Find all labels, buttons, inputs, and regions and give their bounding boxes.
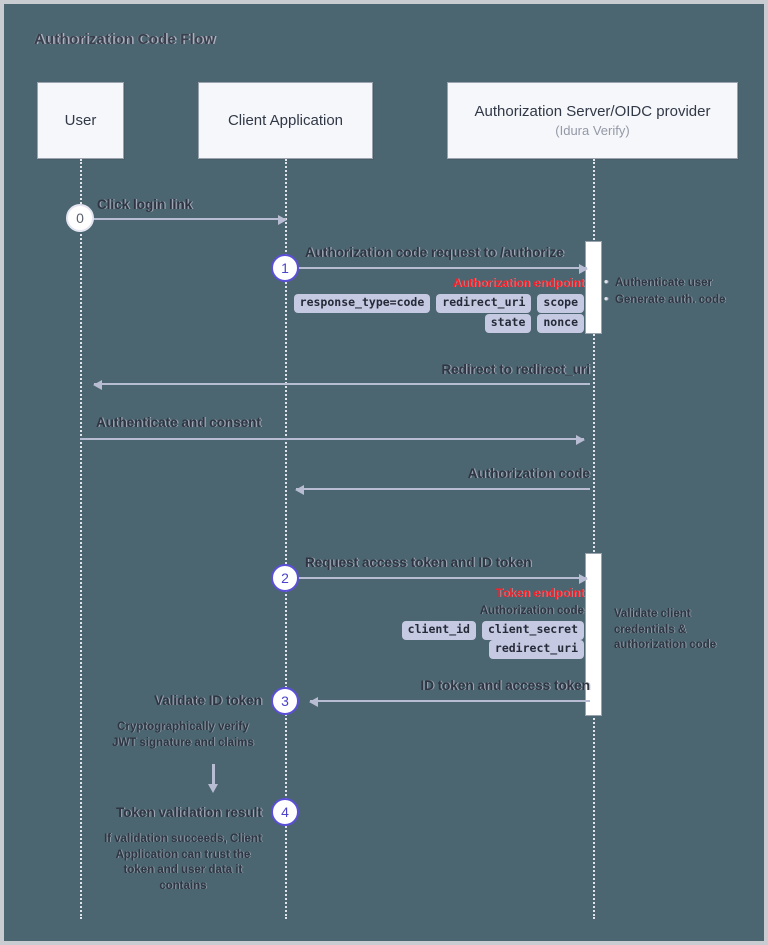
arrow-click-login [80,215,287,225]
param-nonce: nonce [537,314,584,333]
client-note-token-validation-detail: If validation succeeds, Client Applicati… [104,833,262,892]
participant-client-application-label: Client Application [227,112,344,129]
client-note-token-validation-result: Token validation result [115,805,262,820]
message-redirect-to-redirect-uri: Redirect to redirect_uri [441,362,590,377]
arrow-authorization-code [295,485,590,495]
arrow-id-and-access-token [309,697,590,707]
participant-user-label: User [64,112,97,129]
step-marker-2: 2 [271,564,299,592]
param-redirect-uri-token: redirect_uri [488,640,584,659]
token-params-row-1: client_id client_secret [304,621,584,640]
message-authorization-code-request: Authorization code request to /authorize [305,245,564,260]
lifeline-authorization-server [593,159,595,919]
activation-bar-token [585,553,602,716]
arrow-redirect-to-redirect-uri [93,380,590,390]
lifeline-client-application [285,159,287,919]
message-click-login: Click login link [97,197,193,212]
param-scope: scope [537,294,584,313]
arrow-authenticate-and-consent [80,435,585,445]
participant-authorization-server: Authorization Server/OIDC provider (Idur… [447,82,738,159]
step-marker-4: 4 [271,798,299,826]
step-marker-0: 0 [66,204,94,232]
server-note-step-2: Validate client credentials & authorizat… [614,608,717,652]
step-marker-1: 1 [271,254,299,282]
param-client-secret: client_secret [481,621,584,640]
client-note-validate-id-token-detail: Cryptographically verify JWT signature a… [112,721,254,749]
client-note-validate-id-token: Validate ID token [153,693,262,708]
participant-user: User [37,82,124,159]
param-redirect-uri: redirect_uri [436,294,532,313]
token-params-caption: Authorization code [479,605,584,617]
token-params-row-2: redirect_uri [304,640,584,659]
arrow-authorization-code-request [285,264,588,274]
message-authenticate-and-consent: Authenticate and consent [96,415,262,430]
message-id-and-access-token: ID token and access token [420,678,590,693]
server-note-authenticate-user: Authenticate user [604,275,726,292]
param-response-type: response_type=code [293,294,431,313]
participant-authorization-server-label: Authorization Server/OIDC provider [474,103,711,120]
token-endpoint-label: Token endpoint [495,586,584,600]
authorize-params-row-1: response_type=code redirect_uri scope [293,294,584,313]
message-request-access-and-id-token: Request access token and ID token [305,555,532,570]
activation-bar-authorize [585,241,602,334]
arrow-request-access-and-id-token [285,574,588,584]
step-marker-3: 3 [271,687,299,715]
authorize-params-row-2: state nonce [304,314,584,333]
participant-authorization-server-subtitle: (Idura Verify) [555,123,630,138]
server-note-generate-auth-code: Generate auth. code [604,292,726,309]
server-notes-step-1: Authenticate user Generate auth. code [604,275,726,310]
authorization-endpoint-label: Authorization endpoint [452,276,584,290]
lifeline-user [80,159,82,919]
participant-client-application: Client Application [198,82,373,159]
param-state: state [484,314,532,333]
message-authorization-code: Authorization code [467,466,590,481]
param-client-id: client_id [401,621,476,640]
page-title: Authorization Code Flow [34,31,216,48]
